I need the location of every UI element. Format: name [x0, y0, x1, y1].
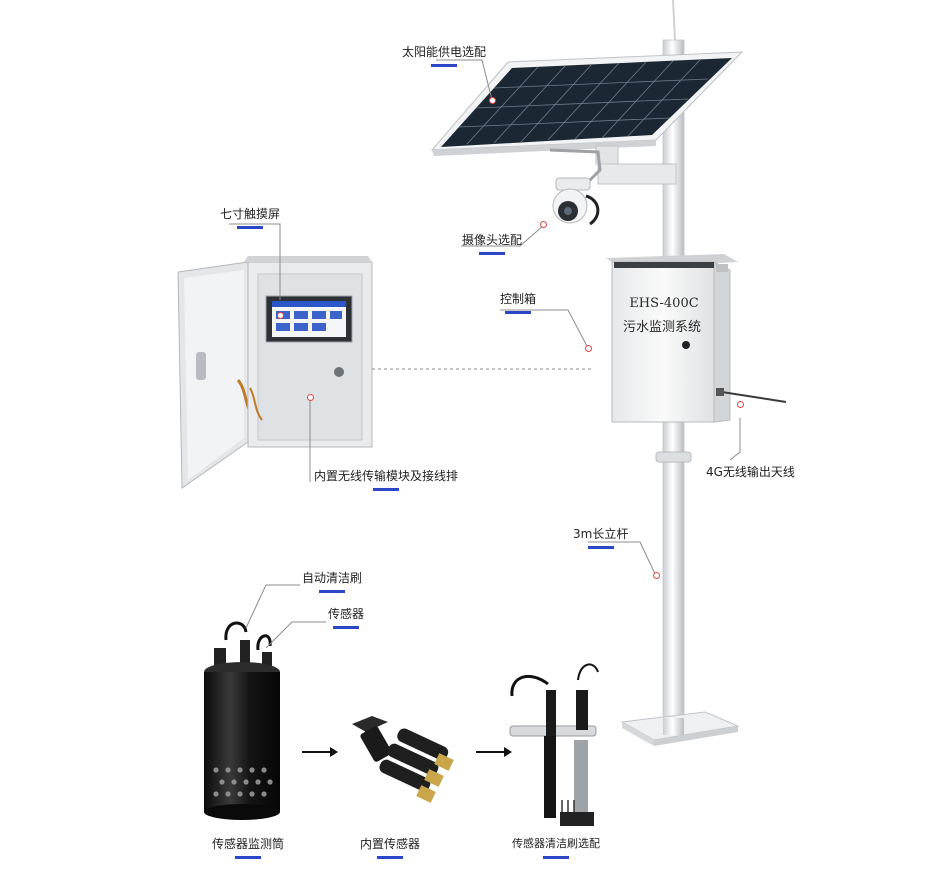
- builtin-sensor-image: [352, 716, 454, 803]
- underline: [587, 546, 614, 549]
- label-builtin-sensor-text: 内置传感器: [360, 837, 421, 851]
- arrow-2: [476, 747, 512, 757]
- box-system-text: 污水监测系统: [622, 320, 701, 335]
- label-pole-text: 3m长立杆: [573, 527, 629, 541]
- underline: [235, 856, 261, 859]
- underline: [373, 488, 399, 491]
- label-antenna: 4G无线输出天线: [706, 464, 795, 480]
- label-camera-text: 摄像头选配: [462, 233, 523, 247]
- marker-camera: [540, 221, 547, 228]
- underline: [237, 226, 263, 229]
- marker-control-box: [585, 345, 592, 352]
- label-sensor: 传感器: [328, 606, 365, 629]
- open-cabinet: [177, 256, 373, 489]
- label-wireless: 内置无线传输模块及接线排: [314, 468, 459, 491]
- marker-solar: [489, 97, 496, 104]
- label-camera: 摄像头选配: [462, 232, 523, 255]
- label-touchscreen-text: 七寸触摸屏: [220, 207, 281, 221]
- underline: [319, 590, 345, 593]
- marker-touchscreen: [277, 312, 284, 319]
- brush-sensor-image: [509, 663, 599, 826]
- marker-wireless: [307, 394, 314, 401]
- sensor-tube-image: [204, 621, 280, 820]
- solar-panel: [430, 51, 744, 185]
- label-antenna-text: 4G无线输出天线: [706, 465, 795, 479]
- label-builtin-sensor: 内置传感器: [360, 836, 421, 859]
- underline: [479, 252, 505, 255]
- label-sensor-text: 传感器: [328, 607, 365, 621]
- underline: [333, 626, 359, 629]
- box-model-text: EHS-400C: [629, 296, 699, 311]
- label-brush-option: 传感器清洁刷选配: [512, 836, 600, 859]
- label-pole: 3m长立杆: [573, 526, 629, 549]
- label-sensor-tube-text: 传感器监测筒: [212, 837, 285, 851]
- label-auto-brush-text: 自动清洁刷: [302, 571, 363, 585]
- marker-antenna: [737, 401, 744, 408]
- label-solar: 太阳能供电选配: [402, 44, 487, 67]
- label-wireless-text: 内置无线传输模块及接线排: [314, 469, 459, 483]
- label-touchscreen: 七寸触摸屏: [220, 206, 281, 229]
- control-box: [606, 254, 787, 423]
- label-sensor-tube: 传感器监测筒: [212, 836, 285, 859]
- label-brush-option-text: 传感器清洁刷选配: [512, 837, 600, 850]
- camera: [549, 148, 602, 226]
- marker-pole: [653, 572, 660, 579]
- underline: [377, 856, 403, 859]
- arrow-1: [302, 747, 338, 757]
- underline: [543, 856, 569, 859]
- label-solar-text: 太阳能供电选配: [402, 45, 487, 59]
- underline: [505, 311, 531, 314]
- label-control-box-text: 控制箱: [500, 292, 537, 306]
- underline: [431, 64, 457, 67]
- label-auto-brush: 自动清洁刷: [302, 570, 363, 593]
- label-control-box: 控制箱: [500, 291, 537, 314]
